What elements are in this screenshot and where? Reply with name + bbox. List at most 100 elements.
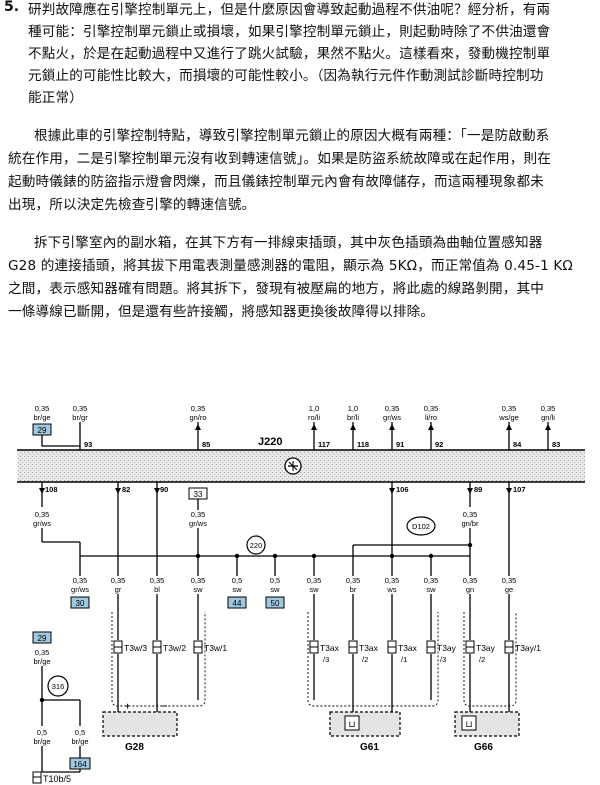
connector-box-33: 33	[188, 487, 208, 500]
sensor-g61: ⊔ G61	[329, 711, 401, 753]
connector-t3ay: T3ay T3ay T3ay/1 /3 /2	[426, 640, 541, 664]
wire-color: gn/li	[541, 413, 555, 422]
wire-size: 0,35	[502, 404, 517, 413]
wire-color: gr/ws	[33, 519, 51, 528]
wire-size: 0,35	[541, 404, 556, 413]
junction-circle-220: 220	[246, 535, 266, 555]
wire-color: sw	[193, 585, 203, 594]
wire-size: 0,5	[270, 576, 280, 585]
svg-text:⊔: ⊔	[348, 719, 355, 729]
wire-color: bl	[154, 585, 160, 594]
pin-number: 107	[513, 485, 526, 494]
splice-d102: D102	[406, 516, 436, 536]
text-line: 研判故障應在引擎控制單元上，但是什麼原因會導致起動過程不供油呢？經分析，有兩	[28, 2, 551, 18]
svg-text:T3w/3: T3w/3	[124, 643, 147, 653]
svg-text:⊔: ⊔	[465, 719, 472, 729]
pin-number: 90	[160, 485, 168, 494]
wire-size: 0,35	[191, 510, 206, 519]
pin-number: 118	[357, 440, 369, 449]
wire-size: 0,35	[35, 404, 50, 413]
sensor-g66: ⊔ G66	[454, 711, 520, 753]
svg-text:50: 50	[271, 599, 280, 608]
wire-color: ws	[386, 585, 396, 594]
pin-number: 106	[396, 485, 409, 494]
svg-text:−: −	[162, 701, 167, 711]
svg-text:/2: /2	[362, 655, 368, 664]
wire-size: 0,5	[37, 728, 47, 737]
wire-size: 0,35	[424, 404, 439, 413]
wire-color: gn/ro	[189, 413, 206, 422]
wire-color: br/gr	[72, 413, 88, 422]
wire-size: 0,35	[463, 576, 478, 585]
pin-number: 92	[435, 440, 443, 449]
svg-text:29: 29	[38, 634, 47, 643]
wire-color: br/ge	[33, 737, 50, 746]
svg-text:T3ax: T3ax	[320, 643, 340, 653]
wire-color: gn	[466, 585, 474, 594]
junction-circle-316: 316	[47, 675, 69, 697]
svg-text:G66: G66	[474, 742, 493, 753]
svg-text:+: +	[125, 701, 130, 711]
connector-box-50: 50	[265, 596, 285, 609]
connector-t3w: T3w/3 T3w/2 T3w/1	[113, 640, 227, 654]
connector-t10b: T10b/5	[32, 771, 71, 784]
connector-box-29-lower: 29	[32, 631, 52, 644]
text-line: 之間，表示感知器確有問題。將其拆下，發現有被壓扁的地方，將此處的線路剝開，其中	[8, 281, 545, 297]
text-line: G28 的連接插頭，將其拔下用電表測量感測器的電阻，顯示為 5KΩ，而正常值為 …	[8, 258, 573, 274]
svg-text:T3ax: T3ax	[359, 643, 379, 653]
svg-text:T10b/5: T10b/5	[43, 774, 71, 784]
svg-text:30: 30	[76, 599, 85, 608]
svg-text:T3w/1: T3w/1	[204, 643, 227, 653]
wire-color: br	[350, 585, 357, 594]
wire-color: sw	[426, 585, 436, 594]
svg-text:164: 164	[73, 760, 87, 769]
connector-box-30: 30	[70, 596, 90, 609]
pin-number: 117	[318, 440, 330, 449]
svg-text:220: 220	[250, 541, 263, 550]
svg-text:T3ax: T3ax	[398, 643, 418, 653]
ecu-label: J220	[258, 436, 282, 448]
wire-size: 0,35	[307, 576, 322, 585]
text-line: 不點火，於是在起動過程中又進行了跳火試驗，果然不點火。這樣看來，發動機控制單	[28, 46, 551, 62]
wire-size: 0,35	[502, 576, 517, 585]
wire-size: 0,35	[385, 404, 400, 413]
wire-size: 0,35	[150, 576, 165, 585]
svg-text:29: 29	[38, 426, 47, 435]
wire-color: gr	[115, 585, 122, 594]
svg-text:/1: /1	[401, 655, 407, 664]
connector-box-44: 44	[227, 596, 247, 609]
pin-number: 108	[45, 485, 58, 494]
wire-color: br/ge	[71, 737, 88, 746]
pin-number: 85	[202, 440, 210, 449]
wire-size: 0,35	[385, 576, 400, 585]
svg-text:T3ay: T3ay	[437, 643, 457, 653]
wire-color: gr/ws	[383, 413, 401, 422]
svg-text:T3w/2: T3w/2	[163, 643, 186, 653]
svg-text:T3ay: T3ay	[476, 643, 496, 653]
wire-color: gr/ws	[189, 519, 207, 528]
ground-symbol-icon	[284, 457, 302, 475]
svg-text:44: 44	[233, 599, 242, 608]
pin-number: 84	[513, 440, 522, 449]
wire-size: 0,35	[35, 648, 50, 657]
wire-color: br/ge	[33, 413, 50, 422]
item-number: 5.	[4, 0, 20, 15]
wire-color: ro/li	[308, 413, 320, 422]
wire-size: 0,5	[75, 728, 85, 737]
wire-size: 0,35	[73, 576, 88, 585]
svg-text:33: 33	[194, 490, 203, 499]
wire-size: 1,0	[309, 404, 319, 413]
connector-t3ax: T3ax T3ax T3ax /3 /2 /1	[309, 640, 418, 664]
wire-color: gr/ws	[71, 585, 89, 594]
wire-size: 0,35	[111, 576, 126, 585]
wire-size: 0,35	[463, 510, 478, 519]
wire-size: 0,35	[424, 576, 439, 585]
wire-color: sw	[232, 585, 242, 594]
pin-number: 82	[122, 485, 130, 494]
wire-color: sw	[270, 585, 280, 594]
text-line: 統在作用，二是引擎控制單元沒有收到轉速信號」。如果是防盜系統故障或在起作用，則在	[8, 151, 551, 167]
wire-size: 0,35	[191, 404, 206, 413]
article-text: 5. 研判故障應在引擎控制單元上，但是什麼原因會導致起動過程不供油呢？經分析，有…	[0, 0, 600, 320]
wire-size: 0,35	[73, 404, 88, 413]
